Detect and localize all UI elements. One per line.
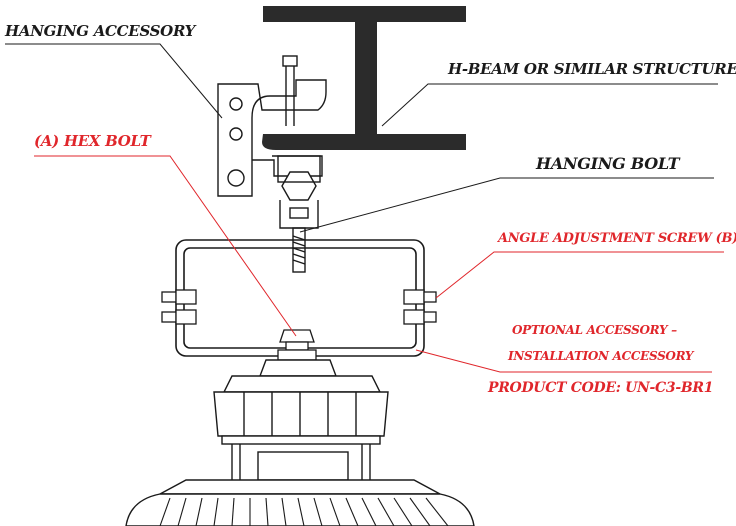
highbay-fixture (125, 359, 475, 526)
leader-lines (5, 43, 724, 373)
hanging-bolt (277, 155, 321, 273)
label-angle-adjustment-screw: ANGLE ADJUSTMENT SCREW (B) (498, 231, 736, 246)
label-hex-bolt: (A) HEX BOLT (34, 132, 151, 150)
leader-hex-bolt (34, 155, 297, 337)
hex-bolt-a (277, 329, 317, 361)
hanging-accessory-bracket (217, 55, 327, 197)
label-optional-accessory: OPTIONAL ACCESSORY – (512, 323, 677, 337)
h-beam (262, 6, 466, 150)
leader-h-beam (381, 83, 718, 127)
label-installation-accessory: INSTALLATION ACCESSORY (508, 349, 694, 363)
angle-adjustment-screws (161, 289, 437, 325)
leader-angle-screw (435, 251, 724, 299)
label-product-code: PRODUCT CODE: UN-C3-BR1 (488, 380, 714, 396)
label-h-beam: H-BEAM OR SIMILAR STRUCTURE (448, 60, 736, 78)
leader-hanging-accessory (5, 43, 223, 119)
label-hanging-accessory: HANGING ACCESSORY (5, 22, 196, 40)
leader-optional (415, 349, 712, 373)
label-hanging-bolt: HANGING BOLT (536, 154, 680, 173)
leader-hanging-bolt (299, 177, 714, 233)
